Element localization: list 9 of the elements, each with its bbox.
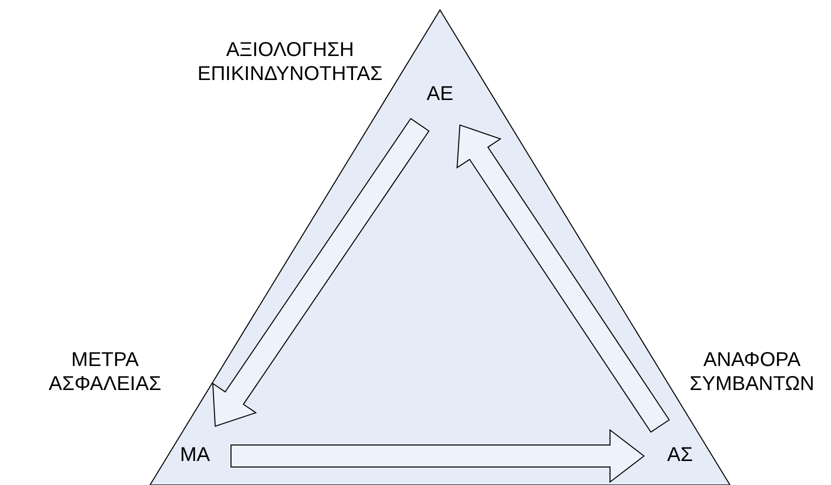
caption-text: ΑΞΙΟΛΟΓΗΣΗ ΕΠΙΚΙΝΔΥΝΟΤΗΤΑΣ [196,38,384,86]
block-arrow [456,124,670,433]
block-arrow [212,118,430,427]
block-arrow [230,428,645,484]
corner-label: ΑΕ [417,82,463,108]
corner-label: ΑΣ [657,443,703,469]
caption-text: ΜΕΤΡΑ ΑΣΦΑΛΕΙΑΣ [48,348,162,396]
caption-text: ΑΝΑΦΟΡΑ ΣΥΜΒΑΝΤΩΝ [688,348,816,396]
corner-label: ΜΑ [172,443,218,469]
